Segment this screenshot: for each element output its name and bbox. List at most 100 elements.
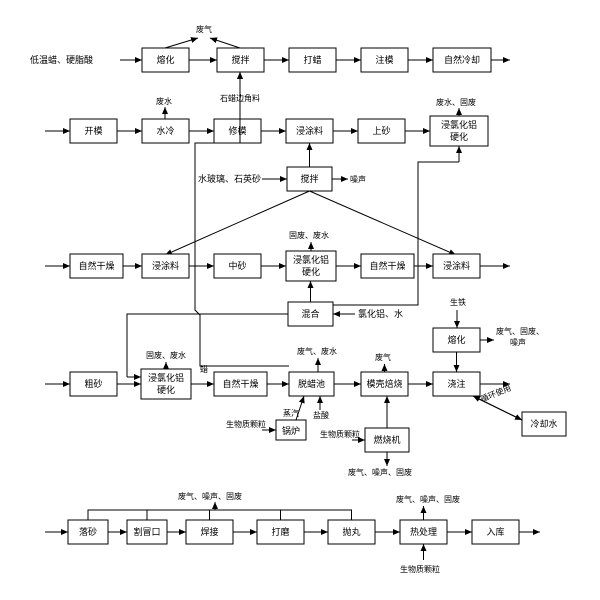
svg-text:自然冷却: 自然冷却 bbox=[444, 54, 480, 66]
svg-text:开模: 开模 bbox=[84, 126, 102, 137]
emission-post-processing: 废气、噪声、固废 bbox=[178, 491, 242, 501]
box-dry2: 自然干燥 bbox=[360, 253, 415, 279]
svg-text:锅炉: 锅炉 bbox=[282, 425, 300, 437]
svg-text:浸涂料: 浸涂料 bbox=[443, 260, 470, 272]
svg-text:搅拌: 搅拌 bbox=[300, 173, 318, 185]
box-pour: 浇注 bbox=[432, 371, 481, 397]
emission-heat-treat: 废气、噪声、固废 bbox=[396, 494, 460, 504]
svg-text:自然干燥: 自然干燥 bbox=[369, 260, 405, 272]
input-waterglass-quartz: 水玻璃、石英砂 bbox=[198, 173, 261, 185]
input-boiler-biomass: 生物质颗粒 bbox=[226, 419, 266, 429]
box-shakeout: 落砂 bbox=[67, 519, 109, 545]
svg-text:上砂: 上砂 bbox=[372, 125, 390, 137]
emission-water-cool: 废水 bbox=[156, 96, 172, 106]
box-melt2: 熔化 bbox=[432, 327, 481, 353]
box-cooling-water: 冷却水 bbox=[521, 411, 567, 437]
box-shell-roast: 模壳焙烧 bbox=[360, 371, 409, 397]
box-sand1: 上砂 bbox=[357, 118, 406, 144]
svg-text:修模: 修模 bbox=[228, 125, 246, 137]
box-melt1: 熔化 bbox=[141, 47, 190, 73]
svg-text:抛丸: 抛丸 bbox=[342, 526, 360, 538]
svg-text:浸氯化铝: 浸氯化铝 bbox=[148, 372, 184, 384]
input-pig-iron: 生铁 bbox=[450, 297, 466, 307]
box-cut-gate: 割冒口 bbox=[126, 519, 168, 545]
svg-text:硬化: 硬化 bbox=[450, 131, 468, 143]
box-stir1: 搅拌 bbox=[216, 47, 265, 73]
svg-text:熔化: 熔化 bbox=[447, 334, 465, 346]
label-recycle: 循环使用 bbox=[479, 383, 512, 404]
box-dry3: 自然干燥 bbox=[213, 371, 268, 397]
emission-shell-roast: 废气 bbox=[375, 352, 391, 362]
box-mid-sand: 中砂 bbox=[213, 253, 262, 279]
svg-text:浸涂料: 浸涂料 bbox=[296, 125, 323, 137]
box-inject: 注模 bbox=[360, 47, 409, 73]
svg-text:打蜡: 打蜡 bbox=[303, 54, 321, 66]
box-stir2: 搅拌 bbox=[286, 166, 333, 192]
svg-text:粗砂: 粗砂 bbox=[84, 378, 102, 390]
box-heat-treat: 热处理 bbox=[399, 519, 448, 545]
emission-harden1: 废水、固废 bbox=[436, 97, 476, 107]
box-boiler: 锅炉 bbox=[275, 419, 307, 441]
emission-harden3: 固废、废水 bbox=[146, 350, 186, 360]
emission-dewax: 废气、废水 bbox=[297, 346, 337, 356]
box-open-mold: 开模 bbox=[69, 118, 118, 144]
svg-text:硬化: 硬化 bbox=[157, 384, 175, 396]
svg-text:浸氯化铝: 浸氯化铝 bbox=[441, 119, 477, 131]
label-steam: 蒸汽 bbox=[283, 408, 299, 418]
box-harden1: 浸氯化铝 硬化 bbox=[429, 115, 489, 147]
svg-text:自然干燥: 自然干燥 bbox=[222, 378, 258, 390]
svg-text:中砂: 中砂 bbox=[228, 260, 246, 272]
box-mix: 混合 bbox=[287, 301, 334, 327]
svg-text:水冷: 水冷 bbox=[156, 125, 174, 137]
svg-text:自然干燥: 自然干燥 bbox=[78, 260, 114, 272]
svg-text:硬化: 硬化 bbox=[302, 266, 320, 278]
box-harden2: 浸氯化铝 硬化 bbox=[285, 250, 337, 282]
svg-text:浇注: 浇注 bbox=[447, 378, 465, 390]
box-trim: 修模 bbox=[213, 118, 262, 144]
svg-text:焊接: 焊接 bbox=[200, 526, 218, 538]
box-water-cool: 水冷 bbox=[141, 118, 190, 144]
svg-text:浸氯化铝: 浸氯化铝 bbox=[293, 254, 329, 266]
svg-text:脱蜡池: 脱蜡池 bbox=[298, 378, 325, 390]
svg-text:熔化: 熔化 bbox=[156, 54, 174, 66]
label-wax-return: 蜡 bbox=[200, 364, 208, 374]
box-dip2: 浸涂料 bbox=[141, 253, 190, 279]
input-alcl3-water: 氯化铝、水 bbox=[358, 308, 403, 320]
emission-burner: 废气、噪声、固废 bbox=[348, 467, 412, 477]
emission-stir2: 噪声 bbox=[350, 174, 366, 184]
emission-melt2-line2: 噪声 bbox=[510, 337, 526, 347]
box-dry1: 自然干燥 bbox=[69, 253, 124, 279]
svg-text:入库: 入库 bbox=[486, 526, 504, 538]
box-dewax: 脱蜡池 bbox=[288, 371, 335, 397]
emission-melt1: 废气 bbox=[196, 24, 212, 34]
svg-text:搅拌: 搅拌 bbox=[231, 54, 249, 66]
box-weld: 焊接 bbox=[185, 519, 234, 545]
svg-text:燃烧机: 燃烧机 bbox=[373, 434, 400, 446]
box-harden3: 浸氯化铝 硬化 bbox=[140, 368, 192, 400]
svg-text:模壳焙烧: 模壳焙烧 bbox=[366, 378, 402, 390]
box-store: 入库 bbox=[471, 519, 520, 545]
svg-text:割冒口: 割冒口 bbox=[133, 526, 160, 538]
emission-harden2: 固废、废水 bbox=[289, 230, 329, 240]
svg-text:热处理: 热处理 bbox=[410, 526, 437, 538]
box-shot-blast: 抛丸 bbox=[327, 519, 376, 545]
label-hydrochloric: 盐酸 bbox=[313, 410, 329, 420]
svg-text:打磨: 打磨 bbox=[271, 526, 289, 538]
svg-text:冷却水: 冷却水 bbox=[530, 418, 557, 430]
svg-text:浸涂料: 浸涂料 bbox=[152, 260, 179, 272]
input-wax-stearic: 低温蜡、硬脂酸 bbox=[30, 54, 93, 66]
input-heat-biomass: 生物质颗粒 bbox=[400, 564, 440, 574]
box-grind: 打磨 bbox=[256, 519, 305, 545]
box-dip3: 浸涂料 bbox=[432, 253, 481, 279]
svg-text:混合: 混合 bbox=[301, 308, 319, 320]
input-burner-biomass: 生物质颗粒 bbox=[320, 429, 360, 439]
box-coarse-sand: 粗砂 bbox=[69, 371, 118, 397]
box-wax-press: 打蜡 bbox=[288, 47, 337, 73]
emission-melt2-line1: 废气、固废、 bbox=[496, 326, 544, 336]
box-air-cool: 自然冷却 bbox=[432, 47, 492, 73]
svg-text:落砂: 落砂 bbox=[79, 526, 97, 538]
box-dip1: 浸涂料 bbox=[285, 118, 334, 144]
box-burner: 燃烧机 bbox=[364, 427, 410, 453]
svg-text:注模: 注模 bbox=[375, 54, 393, 66]
